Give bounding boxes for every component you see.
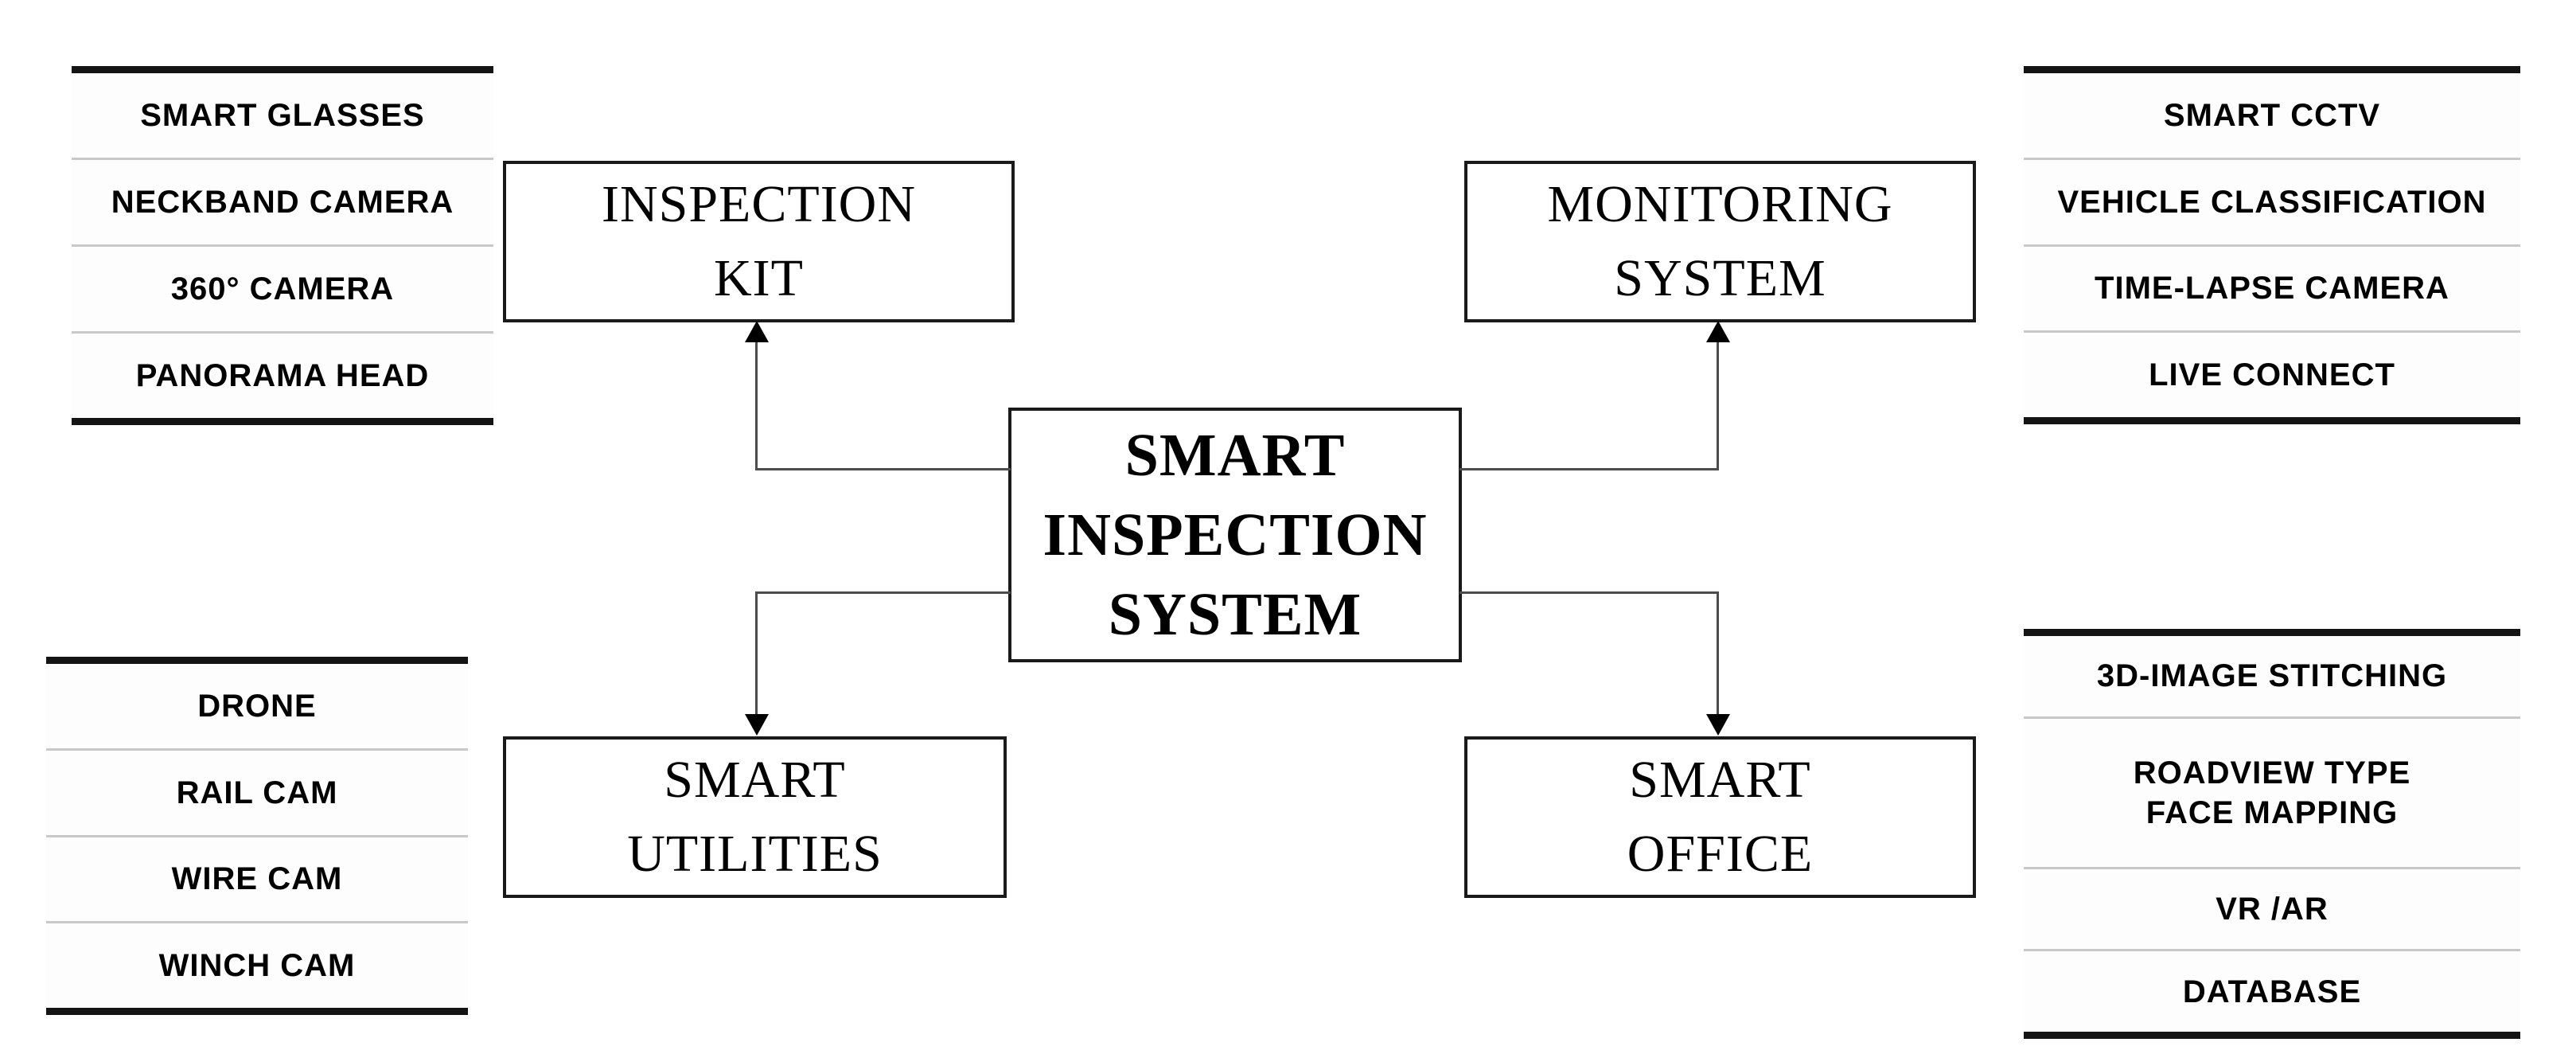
list-item: WIRE CAM xyxy=(46,834,468,922)
box-label-line: UTILITIES xyxy=(627,824,883,883)
box-label-line: SYSTEM xyxy=(1108,581,1362,649)
list-item: DRONE xyxy=(197,688,317,724)
connector-monitoring-system-horizontal xyxy=(1459,468,1719,470)
connector-inspection-kit-vertical xyxy=(755,341,758,470)
list-item: VEHICLE CLASSIFICATION xyxy=(2024,157,2520,244)
table-smart-utilities-items: DRONE RAIL CAM WIRE CAM WINCH CAM xyxy=(46,657,468,1015)
box-label-line: INSPECTION xyxy=(601,175,916,234)
box-smart-office: SMART OFFICE xyxy=(1464,736,1976,898)
list-item-line: FACE MAPPING xyxy=(2145,794,2399,830)
arrowhead-down-icon xyxy=(1706,714,1730,736)
box-smart-utilities: SMART UTILITIES xyxy=(503,736,1007,898)
list-item: NECKBAND CAMERA xyxy=(72,158,493,244)
arrowhead-up-icon xyxy=(745,321,769,342)
list-item-line: ROADVIEW TYPE xyxy=(2133,755,2411,790)
list-item: LIVE CONNECT xyxy=(2024,330,2520,417)
box-label-line: SMART xyxy=(1124,421,1346,489)
arrowhead-down-icon xyxy=(745,714,769,736)
connector-inspection-kit-horizontal xyxy=(756,468,1011,470)
table-smart-office-items: 3D-IMAGE STITCHING ROADVIEW TYPE FACE MA… xyxy=(2024,629,2520,1039)
box-label-line: SMART xyxy=(664,751,846,810)
list-item: 360° CAMERA xyxy=(72,244,493,331)
connector-smart-office-vertical xyxy=(1717,591,1719,717)
box-monitoring-system: MONITORING SYSTEM xyxy=(1464,161,1976,322)
connector-monitoring-system-vertical xyxy=(1717,341,1719,470)
box-smart-inspection-system: SMART INSPECTION SYSTEM xyxy=(1008,408,1462,662)
list-item: WINCH CAM xyxy=(46,921,468,1008)
box-inspection-kit: INSPECTION KIT xyxy=(503,161,1015,322)
box-label-line: OFFICE xyxy=(1627,824,1814,883)
box-label-line: SYSTEM xyxy=(1614,248,1826,307)
list-item: DATABASE xyxy=(2024,949,2520,1032)
list-item: VR /AR xyxy=(2024,866,2520,950)
connector-smart-utilities-horizontal xyxy=(756,591,1011,594)
list-item: RAIL CAM xyxy=(46,747,468,835)
arrowhead-up-icon xyxy=(1706,321,1730,342)
box-label-line: MONITORING xyxy=(1547,175,1893,234)
box-label-line: SMART xyxy=(1629,751,1811,810)
table-monitoring-system-items: SMART CCTV VEHICLE CLASSIFICATION TIME-L… xyxy=(2024,66,2520,424)
list-item: ROADVIEW TYPE FACE MAPPING xyxy=(2024,716,2520,867)
table-inspection-kit-items: SMART GLASSES NECKBAND CAMERA 360° CAMER… xyxy=(72,66,493,425)
box-label-line: KIT xyxy=(714,248,804,307)
list-item: TIME-LAPSE CAMERA xyxy=(2024,244,2520,331)
connector-smart-office-horizontal xyxy=(1459,591,1719,594)
list-item: 3D-IMAGE STITCHING xyxy=(2096,658,2448,694)
box-label-line: INSPECTION xyxy=(1042,501,1428,568)
connector-smart-utilities-vertical xyxy=(755,591,758,717)
list-item: SMART GLASSES xyxy=(140,98,425,133)
list-item: SMART CCTV xyxy=(2163,97,2381,133)
list-item: PANORAMA HEAD xyxy=(72,331,493,418)
